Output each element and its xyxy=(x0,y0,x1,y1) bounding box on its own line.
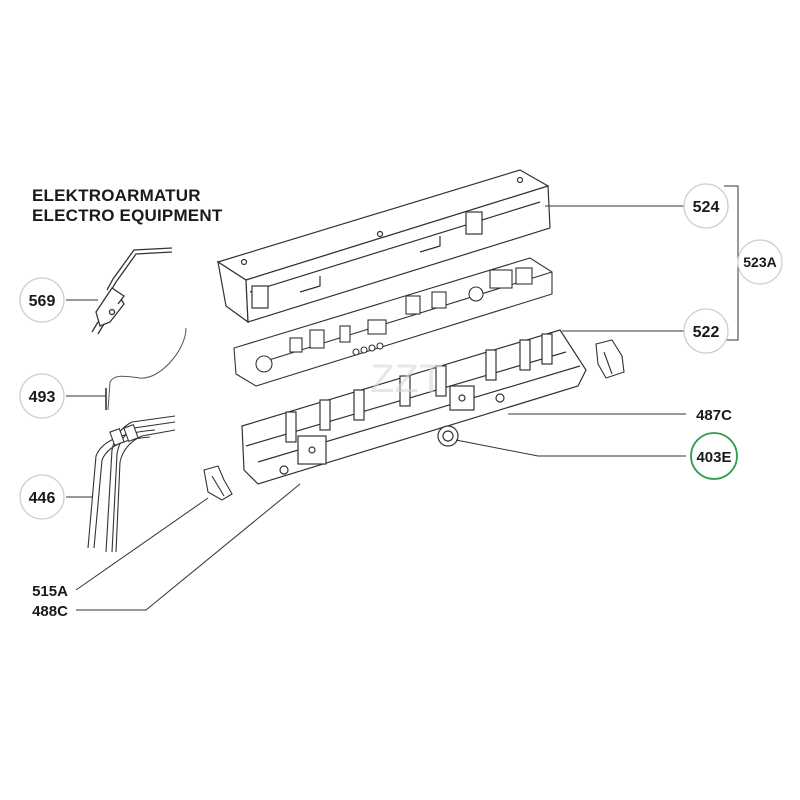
label-487C: 487C xyxy=(696,407,732,424)
label-493: 493 xyxy=(29,389,56,406)
callout-515A: 515A xyxy=(32,583,68,600)
highlight-ring xyxy=(690,432,738,480)
part-493-cable xyxy=(105,327,187,411)
part-524-top-cover xyxy=(216,169,551,324)
watermark: ZZT xyxy=(370,357,443,401)
label-522: 522 xyxy=(693,324,720,341)
part-515A-clip xyxy=(203,465,233,501)
label-403E: 403E xyxy=(696,449,731,466)
label-515A: 515A xyxy=(32,583,68,600)
callout-524: 524 xyxy=(683,183,729,229)
callout-569: 569 xyxy=(19,277,65,323)
callout-403E: 403E xyxy=(690,432,738,480)
part-clip-right xyxy=(595,339,625,379)
callout-488C: 488C xyxy=(32,603,68,620)
part-446-tubes xyxy=(87,415,176,553)
title-english: ELECTRO EQUIPMENT xyxy=(32,206,223,225)
label-446: 446 xyxy=(29,490,56,507)
callout-487C: 487C xyxy=(696,407,732,424)
callouts: 569 493 446 515A 488C 524 523A xyxy=(19,183,783,620)
callout-493: 493 xyxy=(19,373,65,419)
label-523A: 523A xyxy=(743,254,776,270)
label-569: 569 xyxy=(29,293,56,310)
part-522-circuit-board xyxy=(233,257,553,387)
label-524: 524 xyxy=(693,199,720,216)
part-569-power-cord xyxy=(91,247,173,335)
callout-446: 446 xyxy=(19,474,65,520)
title-german: ELEKTROARMATUR xyxy=(32,186,201,205)
label-488C: 488C xyxy=(32,603,68,620)
leader-lines xyxy=(66,185,739,611)
part-housing-lower xyxy=(241,329,587,485)
callout-523A: 523A xyxy=(737,239,783,285)
callout-522: 522 xyxy=(683,308,729,354)
